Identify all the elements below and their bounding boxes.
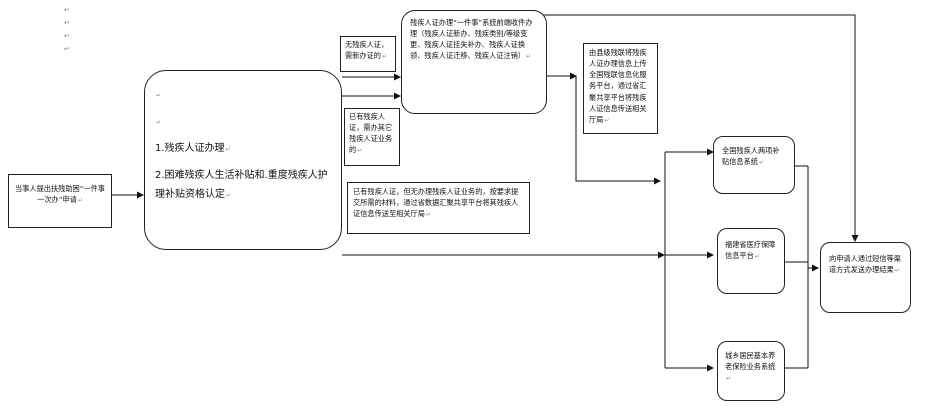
- label-has-card-other: 已有残疾人证，需办其它残疾人证业务的↵: [344, 108, 400, 166]
- label-no-card: 无残疾人证，需新办证的↵: [340, 36, 396, 72]
- item-subsidy: 2.困难残疾人生活补贴和.重度残疾人护理补贴资格认定↵: [155, 170, 328, 200]
- national-subsidy-box: 全国残疾人两项补贴信息系统↵: [713, 136, 795, 194]
- applicant-box: 当事人提出扶残助困“一件事一次办”申请↵: [8, 174, 112, 228]
- card-office-box: 残疾人证办理“一件事”系统前端收件办理（残疾人证新办、残疾类别/等级变更、残疾人…: [401, 10, 547, 114]
- paragraph-marks: ↵ ↵ ↵ ↵: [64, 6, 70, 53]
- county-upload-box: 由县级残联将残疾人证办理信息上传全国残联信息化服务平台，通过省汇聚共享平台将残疾…: [583, 43, 658, 134]
- item-card: 1.残疾人证办理↵: [155, 143, 231, 154]
- fujian-medical-box: 福建省医疗保障信息平台↵: [717, 228, 785, 294]
- edge-county-national: [575, 76, 661, 185]
- pension-box: 城乡居民基本养老保险业务系统↵: [717, 341, 785, 401]
- notify-box: 向申请人通过短信等渠道方式发送办理结果↵: [820, 242, 911, 313]
- label-has-card-none: 已有残疾人证，但无办理残疾人证业务的，按要求提交所需的材料，通过省数据汇聚共享平…: [347, 182, 530, 234]
- items-box: ↵ ↵ 1.残疾人证办理↵ 2.困难残疾人生活补贴和.重度残疾人护理补贴资格认定…: [144, 70, 342, 250]
